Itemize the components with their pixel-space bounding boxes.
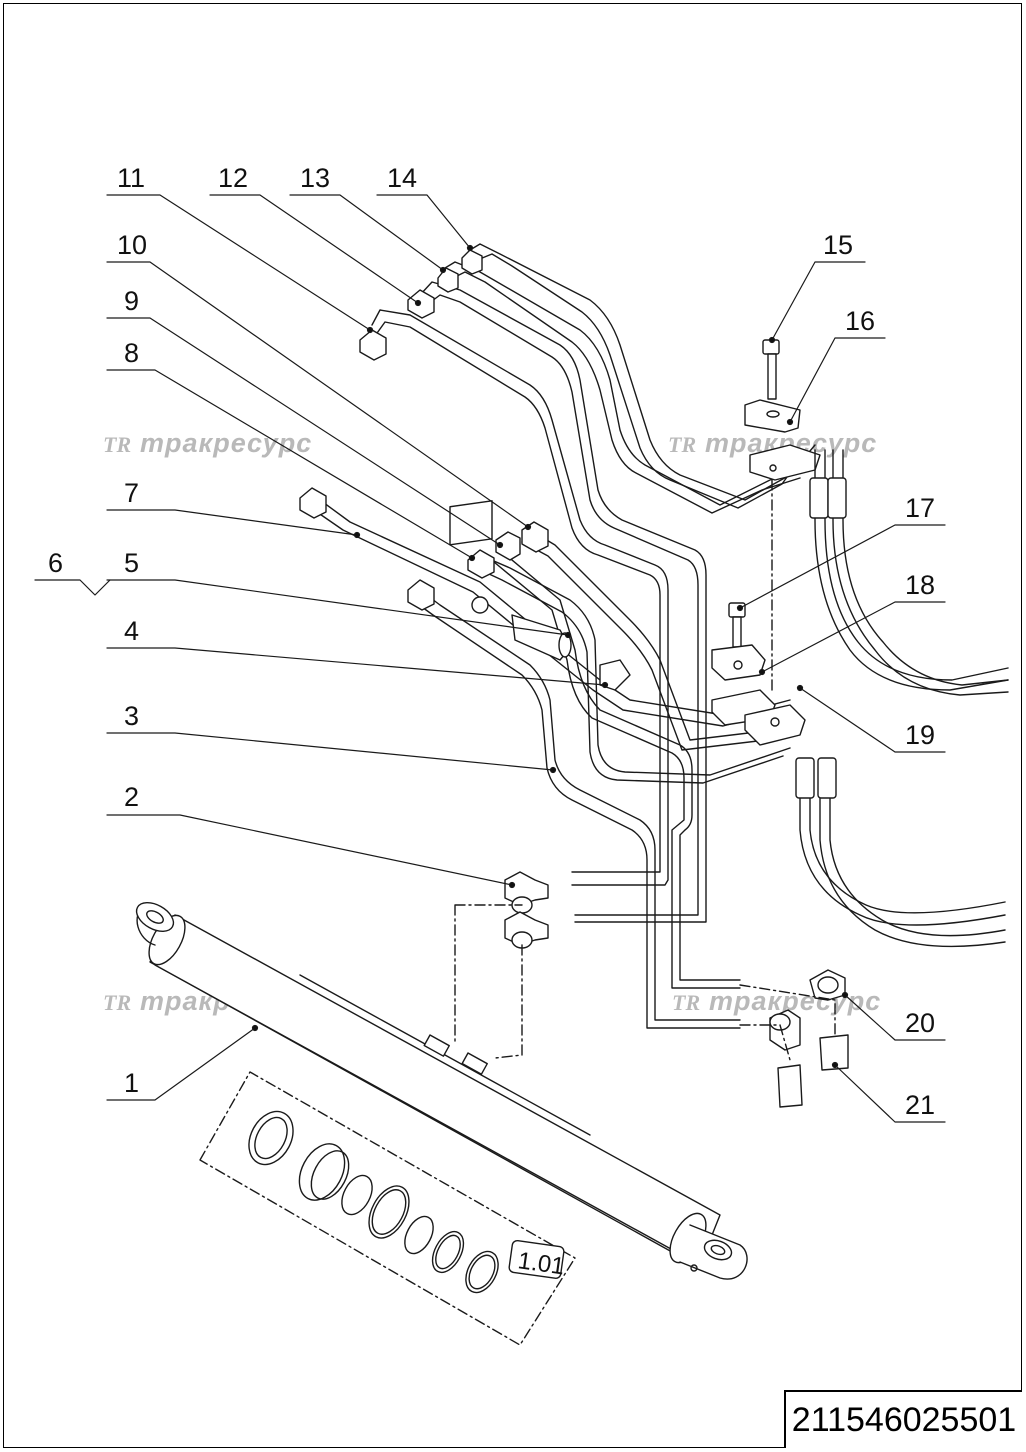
callout-4: 4	[124, 616, 139, 646]
callout-13: 13	[300, 163, 330, 193]
callout-15: 15	[823, 230, 853, 260]
drawing-frame	[3, 3, 1022, 1448]
clamp-block	[711, 339, 821, 746]
callout-20: 20	[905, 1008, 935, 1038]
callout-17: 17	[905, 493, 935, 523]
callout-7: 7	[124, 478, 139, 508]
callout-11: 11	[117, 163, 145, 193]
svg-text:тракресурс: тракресурс	[140, 428, 312, 458]
callout-8: 8	[124, 338, 139, 368]
watermark-1: TR тракресурс	[103, 428, 312, 458]
hydraulic-cylinder	[135, 902, 748, 1280]
document-number: 211546025501	[784, 1390, 1022, 1448]
svg-text:TR: TR	[103, 432, 131, 457]
callout-12: 12	[218, 163, 248, 193]
svg-text:TR: TR	[668, 432, 696, 457]
callout-9: 9	[124, 286, 139, 316]
seal-rings	[248, 1110, 499, 1294]
callout-labels: 1 2 3 4 5 6 7 8 9 10 11 12 13 14 15 16 1…	[48, 163, 935, 1120]
svg-text:TR: TR	[103, 990, 131, 1015]
callout-21: 21	[905, 1090, 935, 1120]
hoses	[795, 449, 1009, 948]
callout-16: 16	[845, 306, 875, 336]
callout-14: 14	[387, 163, 417, 193]
callout-10: 10	[117, 230, 147, 260]
callout-18: 18	[905, 570, 935, 600]
callout-2: 2	[124, 782, 139, 812]
callout-1: 1	[124, 1068, 139, 1098]
tube-fittings	[299, 249, 631, 691]
watermark-4: TR тракресурс	[672, 986, 881, 1016]
seal-kit-detail: 1.01	[199, 1071, 576, 1346]
callout-5: 5	[124, 548, 139, 578]
callout-3: 3	[124, 701, 139, 731]
svg-text:тракресурс: тракресурс	[709, 986, 881, 1016]
detail-label: 1.01	[516, 1247, 566, 1280]
callout-19: 19	[905, 720, 935, 750]
callout-6: 6	[48, 548, 63, 578]
leader-lines	[34, 194, 946, 1123]
svg-text:TR: TR	[672, 990, 700, 1015]
